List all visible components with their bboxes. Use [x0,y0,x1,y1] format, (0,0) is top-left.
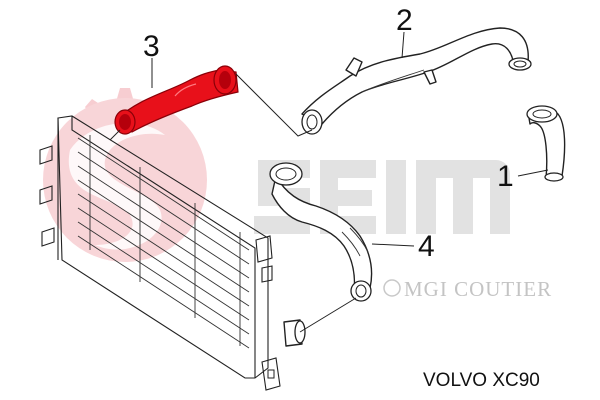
leader-line-1 [517,169,549,177]
connector-line-3-cooler [109,129,121,141]
intercooler [39,115,306,391]
vehicle-caption: VOLVO XC90 [423,370,540,391]
callout-4: 4 [418,230,435,263]
connector-line-4-cooler [299,297,357,333]
callout-3: 3 [143,30,160,63]
hose-part-4[interactable] [269,162,373,302]
connector-line-3-2 [235,73,313,137]
leader-line-4 [371,243,415,247]
mgi-emblem-icon [383,279,401,297]
mgi-coutier-brand: MGI COUTIER [383,277,552,301]
leader-lines [109,31,549,333]
leader-line-2 [401,31,405,59]
pipe-part-2[interactable] [301,27,532,135]
mgi-coutier-text: MGI COUTIER [404,277,552,301]
hose-part-1[interactable] [526,105,566,182]
callout-1: 1 [497,160,514,193]
hose-part-3[interactable] [114,65,239,135]
callout-2: 2 [396,4,413,37]
